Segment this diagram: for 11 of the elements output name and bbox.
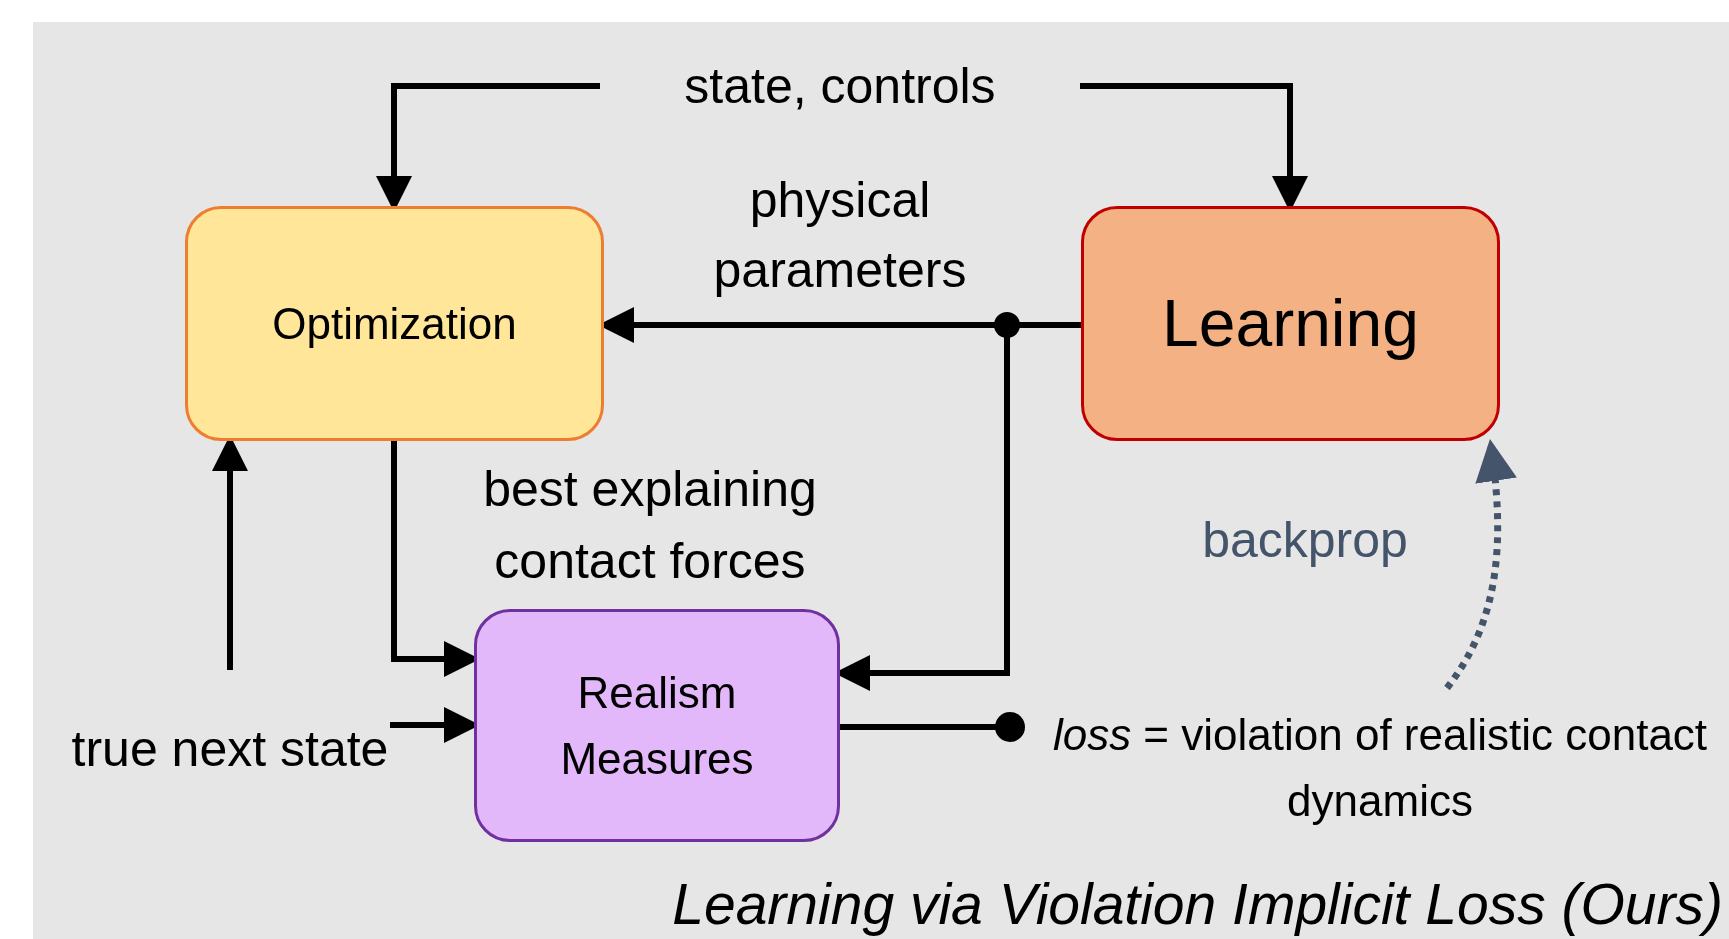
process-box: Learning <box>1081 206 1500 441</box>
loss-formula: loss = violation of realistic contact dynamics <box>1010 688 1726 848</box>
edge-label: backprop <box>1201 510 1409 570</box>
dashed-arrow <box>1444 439 1517 691</box>
caption: Learning via Violation Implicit Loss (Ours) <box>672 871 1723 938</box>
flow-label: state, controls <box>600 50 1080 122</box>
process-box: Realism Measures <box>474 609 840 842</box>
process-box: Optimization <box>185 206 604 441</box>
edge-label: physical parameters <box>712 171 968 300</box>
edge-label: best explaining contact forces <box>482 459 818 591</box>
input-label: true next state <box>70 670 390 830</box>
